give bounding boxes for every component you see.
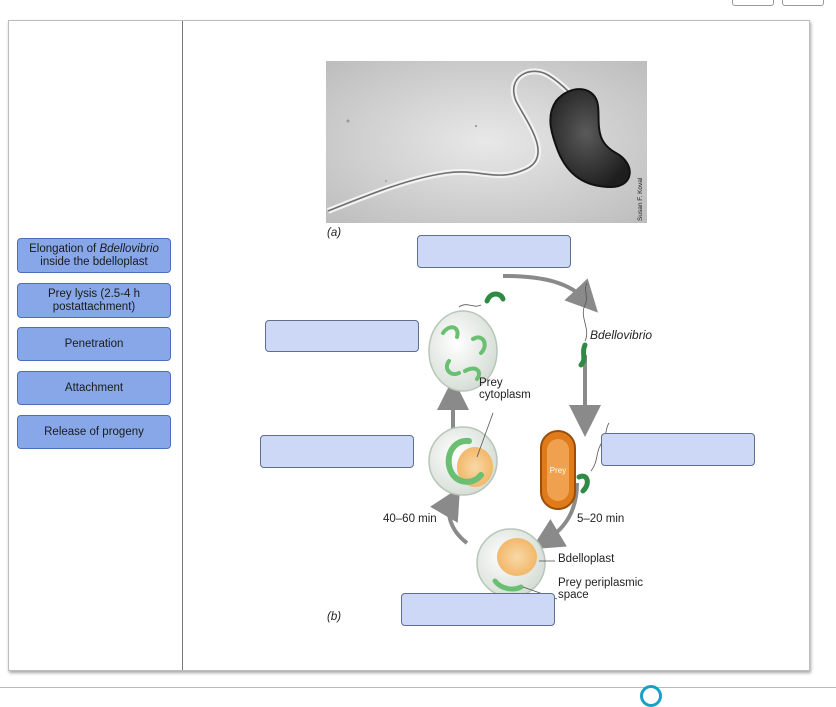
prey-cytoplasm-label-1: Prey bbox=[479, 377, 503, 389]
bdelloplast-label: Bdelloplast bbox=[558, 553, 615, 565]
drop-target-middle-right[interactable] bbox=[601, 433, 755, 466]
drop-target-bottom[interactable] bbox=[401, 593, 555, 626]
choice-elongation[interactable]: Elongation of Bdellovibrio inside the bd… bbox=[17, 238, 171, 273]
panel-divider bbox=[182, 21, 183, 670]
choice-penetration[interactable]: Penetration bbox=[17, 327, 171, 361]
drop-target-middle-left[interactable] bbox=[260, 435, 414, 468]
choice-attachment[interactable]: Attachment bbox=[17, 371, 171, 405]
lifecycle-diagram: Prey bbox=[428, 274, 610, 600]
bdellovibrio-label: Bdellovibrio bbox=[590, 328, 653, 342]
photo-credit: Susan F. Koval bbox=[637, 177, 644, 221]
drop-target-top[interactable] bbox=[417, 235, 571, 268]
periplasmic-label-2: space bbox=[558, 589, 589, 601]
help-icon[interactable] bbox=[640, 685, 662, 707]
time-left-label: 40–60 min bbox=[383, 513, 437, 525]
choice-release-text: Release of progeny bbox=[44, 425, 144, 438]
choice-elongation-text: Elongation of Bdellovibrio inside the bd… bbox=[29, 242, 159, 268]
footer-divider bbox=[0, 687, 836, 688]
choice-prey-lysis[interactable]: Prey lysis (2.5-4 h postattachment) bbox=[17, 283, 171, 318]
toolbar-button-1[interactable] bbox=[732, 0, 774, 6]
time-right-label: 5–20 min bbox=[577, 513, 625, 525]
prey-cytoplasm-label-2: cytoplasm bbox=[479, 389, 531, 401]
choice-penetration-text: Penetration bbox=[64, 337, 124, 350]
choice-attachment-text: Attachment bbox=[64, 381, 124, 394]
panel-a-label: (a) bbox=[327, 227, 342, 239]
choice-release[interactable]: Release of progeny bbox=[17, 415, 171, 449]
toolbar-button-2[interactable] bbox=[782, 0, 824, 6]
choice-prey-lysis-text: Prey lysis (2.5-4 h postattachment) bbox=[47, 287, 141, 313]
panel-b-label: (b) bbox=[327, 611, 342, 623]
drop-target-upper-left[interactable] bbox=[265, 320, 419, 352]
question-frame: Elongation of Bdellovibrio inside the bd… bbox=[8, 20, 810, 671]
prey-cell-label: Prey bbox=[550, 466, 566, 475]
micrograph-image: Susan F. Koval bbox=[326, 61, 647, 223]
periplasmic-label-1: Prey periplasmic bbox=[558, 577, 643, 589]
